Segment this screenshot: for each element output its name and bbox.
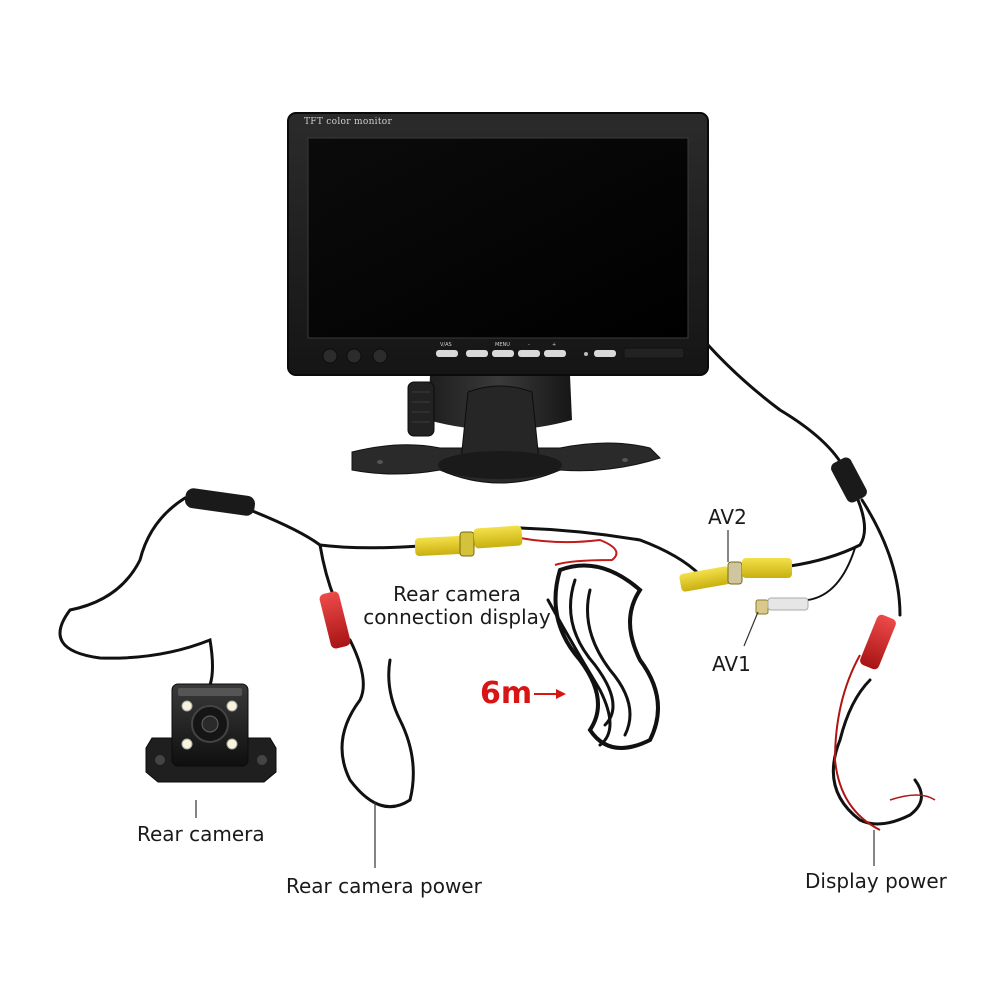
monitor-screen [307,137,689,339]
label-rear-camera-power: Rear camera power [286,874,482,898]
label-av2: AV2 [708,505,747,529]
rca-connector-av1 [755,597,809,615]
label-rear-camera-connection-line2: connection display [363,605,551,629]
cable-splitter [831,457,867,503]
label-display-power: Display power [805,869,947,893]
monitor [287,112,709,484]
monitor-button-label-vas: V/AS [440,342,452,348]
cable-length-arrow [534,689,566,699]
label-cable-length: 6m [480,676,533,711]
rear-camera-power-plug [319,591,351,649]
monitor-button-label-plus: + [552,342,557,348]
monitor-button-label-minus: - [528,342,530,348]
label-av1: AV1 [712,652,751,676]
leader-lines [195,530,875,868]
stand-knob [407,381,435,437]
monitor-button-label-menu: MENU [495,342,510,348]
rear-camera [145,683,277,783]
camera-connector [184,488,256,516]
label-rear-camera: Rear camera [137,822,265,846]
rca-connector-camera [414,525,523,557]
cables [58,343,923,826]
display-power-plug [860,614,896,670]
monitor-brand-text: TFT color monitor [304,117,393,127]
label-rear-camera-connection-line1: Rear camera [393,582,521,606]
rca-connector-av2 [679,558,792,592]
